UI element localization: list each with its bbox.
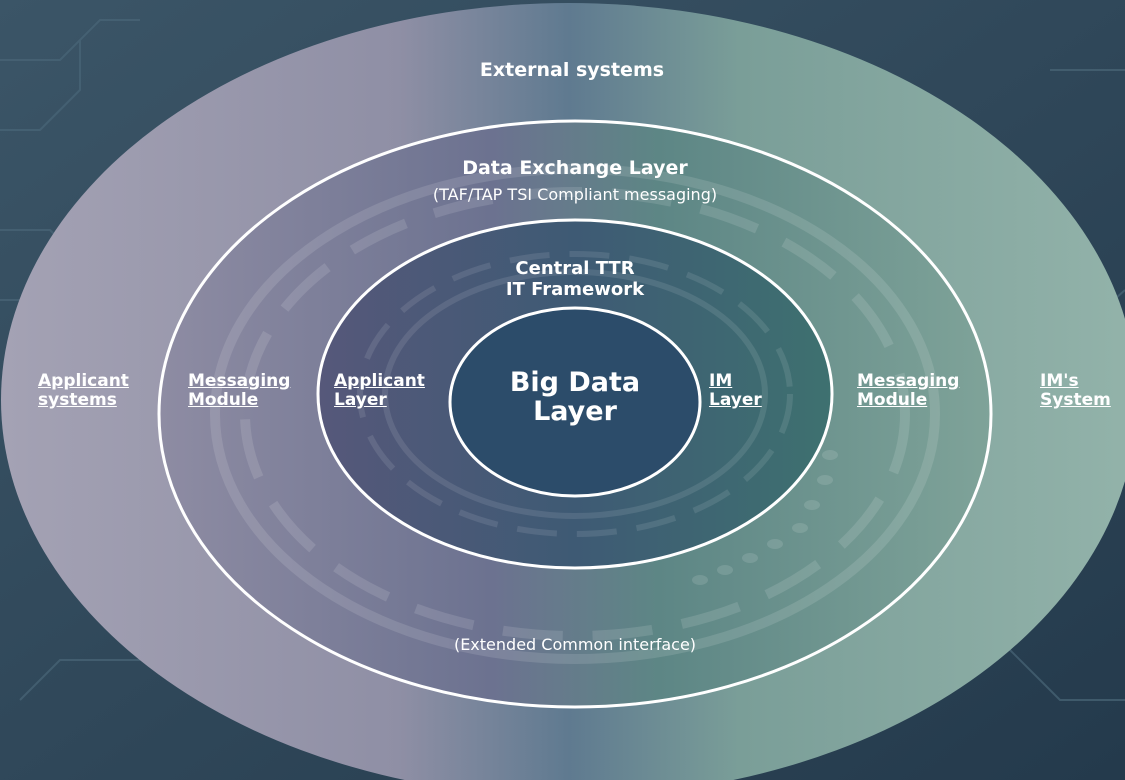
applicant-systems-line2: systems [38, 389, 117, 410]
applicant-systems-line1: Applicant [38, 371, 129, 391]
applicant-layer-link[interactable]: Applicant Layer [334, 372, 434, 409]
central-framework-title-line1: Central TTR [515, 258, 635, 279]
extended-common-interface-label: (Extended Common interface) [453, 635, 697, 654]
central-framework-title: Central TTR IT Framework [475, 258, 675, 300]
applicant-layer-line1: Applicant [334, 371, 425, 391]
external-systems-title: External systems [479, 59, 665, 81]
im-system-link[interactable]: IM's System [1040, 372, 1120, 409]
right-messaging-module-line2: Module [857, 389, 928, 410]
im-layer-line2: Layer [709, 389, 762, 410]
im-system-line1: IM's [1040, 371, 1079, 391]
left-messaging-module-link[interactable]: Messaging Module [188, 372, 298, 409]
big-data-layer-title: Big Data Layer [485, 368, 665, 426]
core-big-data-layer [448, 306, 702, 498]
central-framework-title-line2: IT Framework [505, 279, 645, 301]
data-exchange-layer-subtitle: (TAF/TAP TSI Compliant messaging) [432, 185, 718, 204]
im-system-line2: System [1040, 389, 1111, 410]
applicant-layer-line2: Layer [334, 389, 387, 410]
big-data-layer-line1: Big Data [509, 367, 641, 398]
right-messaging-module-line1: Messaging [857, 371, 960, 391]
right-messaging-module-link[interactable]: Messaging Module [857, 372, 967, 409]
applicant-systems-link[interactable]: Applicant systems [38, 372, 148, 409]
inner-decoration [357, 251, 793, 537]
big-data-layer-line2: Layer [533, 396, 617, 428]
im-layer-link[interactable]: IM Layer [709, 372, 779, 409]
dot-decoration [692, 450, 838, 585]
ring-decoration [210, 164, 940, 664]
data-exchange-layer-title: Data Exchange Layer [462, 157, 688, 179]
left-messaging-module-line2: Module [188, 389, 259, 410]
im-layer-line1: IM [709, 371, 733, 391]
left-messaging-module-line1: Messaging [188, 371, 291, 391]
